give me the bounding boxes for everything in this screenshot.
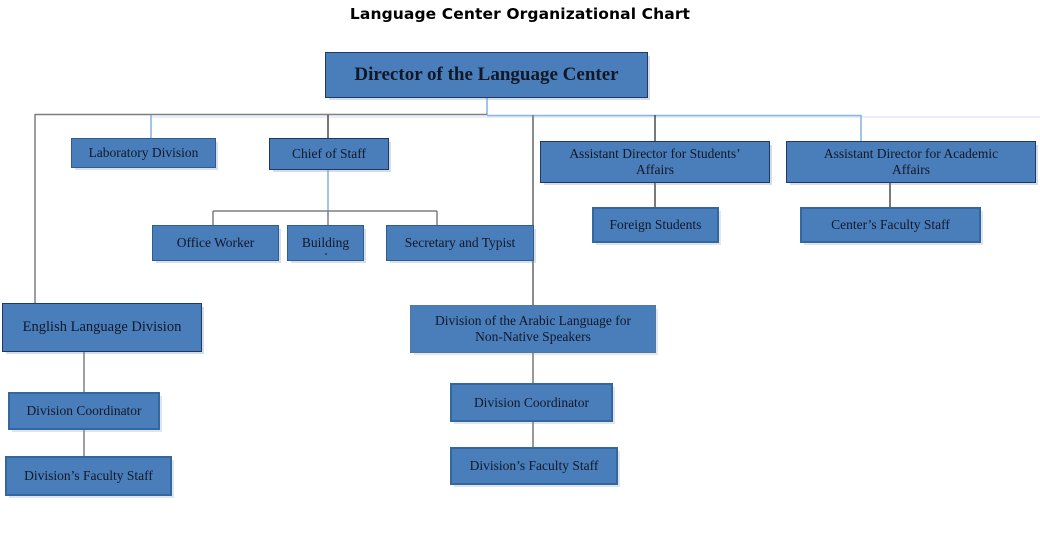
node-arabic-division-coordinator-label: Division Coordinator	[473, 394, 590, 410]
node-arabic-language-division-label-line1: Division of the Arabic Language for	[434, 313, 632, 329]
node-chief-of-staff-label: Chief of Staff	[292, 146, 366, 162]
node-english-language-division[interactable]: English Language Division	[2, 303, 202, 352]
node-building-label: Building	[301, 235, 350, 251]
node-foreign-students-label: Foreign Students	[609, 217, 702, 233]
page-title: Language Center Organizational Chart	[349, 5, 691, 23]
node-foreign-students[interactable]: Foreign Students	[592, 207, 719, 243]
node-laboratory-division[interactable]: Laboratory Division	[71, 138, 216, 168]
node-office-worker-label: Office Worker	[176, 235, 255, 251]
node-arabic-division-faculty-staff[interactable]: Division’s Faculty Staff	[450, 447, 618, 485]
node-asst-director-academic[interactable]: Assistant Director for Academic Affairs	[786, 141, 1036, 183]
node-english-division-coordinator-label: Division Coordinator	[26, 403, 142, 419]
node-arabic-language-division-label-line2: Non-Native Speakers	[475, 329, 591, 344]
node-english-division-faculty-staff[interactable]: Division’s Faculty Staff	[5, 456, 172, 496]
node-arabic-division-faculty-staff-label: Division’s Faculty Staff	[469, 458, 599, 474]
node-arabic-language-division[interactable]: Division of the Arabic Language for Non-…	[410, 305, 656, 353]
node-center-faculty-staff[interactable]: Center’s Faculty Staff	[800, 207, 981, 243]
node-asst-director-students-label-line1: Assistant Director for Students’	[569, 146, 741, 162]
node-english-division-coordinator[interactable]: Division Coordinator	[8, 392, 160, 430]
node-secretary-and-typist[interactable]: Secretary and Typist	[386, 225, 534, 261]
node-secretary-and-typist-label: Secretary and Typist	[404, 235, 516, 251]
node-chief-of-staff[interactable]: Chief of Staff	[269, 138, 389, 170]
node-asst-director-academic-label-line2: Affairs	[892, 162, 930, 177]
node-english-language-division-label: English Language Division	[22, 318, 182, 335]
node-asst-director-students[interactable]: Assistant Director for Students’ Affairs	[540, 141, 770, 183]
node-office-worker[interactable]: Office Worker	[152, 225, 279, 261]
node-asst-director-students-label-line2: Affairs	[636, 162, 674, 177]
node-english-division-faculty-staff-label: Division’s Faculty Staff	[24, 468, 153, 484]
node-center-faculty-staff-label: Center’s Faculty Staff	[831, 217, 950, 233]
node-director[interactable]: Director of the Language Center	[325, 52, 648, 98]
building-stray-dot	[325, 253, 327, 255]
node-arabic-division-coordinator[interactable]: Division Coordinator	[450, 383, 613, 422]
node-asst-director-academic-label-line1: Assistant Director for Academic	[823, 146, 999, 162]
node-laboratory-division-label: Laboratory Division	[88, 145, 199, 161]
node-building[interactable]: Building	[287, 225, 364, 261]
node-director-label: Director of the Language Center	[354, 63, 619, 85]
